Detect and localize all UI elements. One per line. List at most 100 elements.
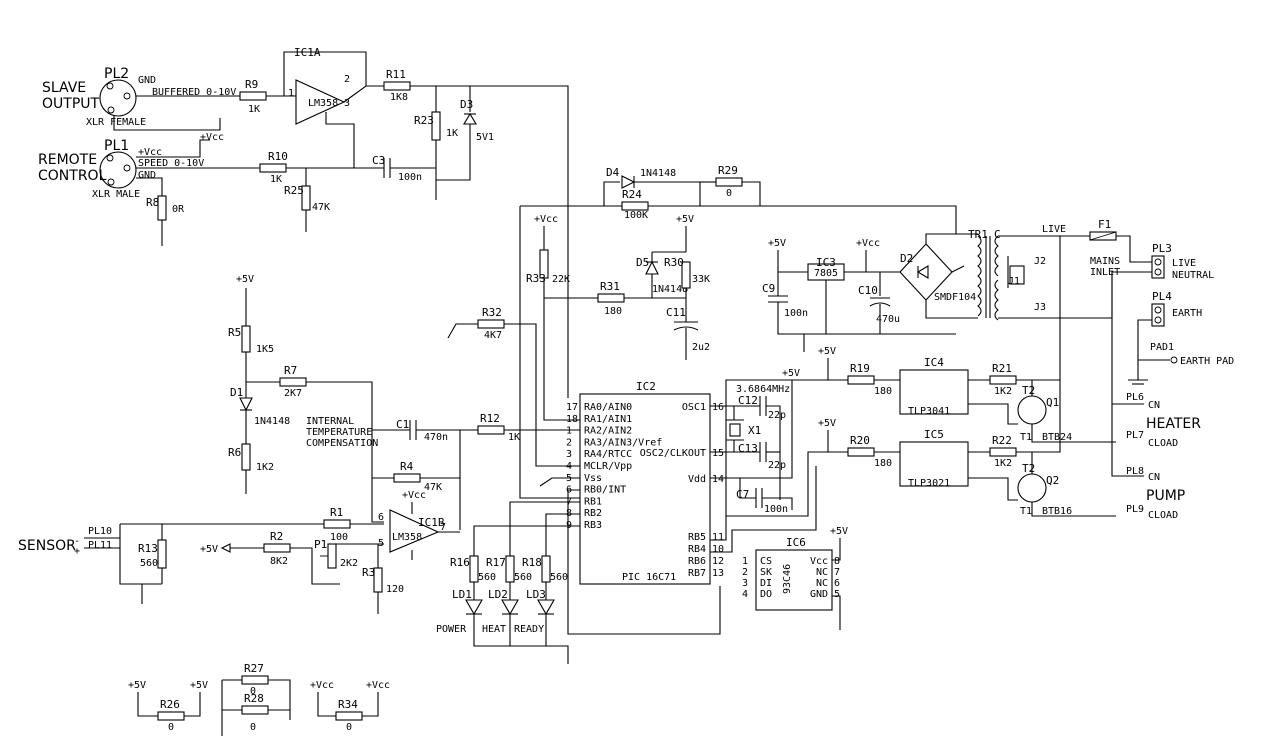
ic3-type: 7805: [814, 268, 838, 279]
r31-value: 180: [604, 306, 622, 317]
pl9-cload: CLOAD: [1148, 510, 1178, 521]
pl1-gnd-label: GND: [138, 170, 156, 181]
ic6-rpin-1: NC: [816, 567, 828, 578]
r29-value: 0: [726, 188, 732, 199]
heater-label: HEATER: [1146, 416, 1201, 432]
r29-label: R29: [718, 164, 738, 177]
live-label: LIVE: [1172, 258, 1196, 269]
r18-value: 560: [550, 572, 568, 583]
status-leds: R16 R17 R18 560 560 560 LD1 LD2 LD3 POWE…: [436, 555, 569, 664]
power-sense-section: D4 1N4148 R24 100K R29 0 +Vcc R33 22K R3…: [447, 164, 957, 499]
ready-led-label: READY: [514, 624, 544, 635]
r22-label: R22: [992, 434, 1012, 447]
r2-rail: +5V: [200, 544, 218, 555]
svg-text:1: 1: [288, 88, 294, 99]
pl1-speed-label: SPEED 0-10V: [138, 158, 204, 169]
pl8-label: PL8: [1126, 466, 1144, 477]
live-top-label: LIVE: [1042, 224, 1066, 235]
r22-value: 1K2: [994, 458, 1012, 469]
d2-label: D2: [900, 252, 913, 265]
c12-label: C12: [738, 394, 758, 407]
ic6-pin-2: DI: [760, 578, 772, 589]
r34-left-vcc: +Vcc: [310, 680, 334, 691]
pl10-label: PL10: [88, 526, 112, 537]
d5-label: D5: [636, 256, 649, 269]
ic3-label: IC3: [816, 256, 836, 269]
pl2-type-label: XLR FEMALE: [86, 117, 146, 128]
svg-text:+: +: [74, 546, 80, 557]
ic2-pin-7: RB0/INT: [584, 485, 626, 496]
r6-value: 1K2: [256, 462, 274, 473]
ic2-rpin-6: RB7: [688, 568, 706, 579]
r18-label: R18: [522, 556, 542, 569]
d4-type: 1N4148: [640, 168, 676, 179]
r1-label: R1: [330, 506, 343, 519]
ic2-pin-10: RB3: [584, 520, 602, 531]
c11-label: C11: [666, 306, 686, 319]
j1-label: J1: [1008, 276, 1020, 287]
ic2-label: IC2: [636, 380, 656, 393]
r26-left-5v: +5V: [128, 680, 146, 691]
ic6-5v: +5V: [830, 526, 848, 537]
c7-value: 100n: [764, 504, 788, 515]
r11-value: 1K8: [390, 92, 408, 103]
r20-label: R20: [850, 434, 870, 447]
x1-label: X1: [748, 424, 761, 437]
svg-text:-: -: [74, 536, 80, 547]
r3-label: R3: [362, 566, 375, 579]
earth-pad-label: EARTH PAD: [1180, 356, 1234, 367]
pl7-label: PL7: [1126, 430, 1144, 441]
svg-text:3: 3: [344, 98, 350, 109]
pl7-cload: CLOAD: [1148, 438, 1178, 449]
ic3-vcc: +Vcc: [856, 238, 880, 249]
ic2-rpin-num-3: 11: [712, 532, 724, 543]
ic2-rpin-0: OSC1: [682, 402, 706, 413]
r11-label: R11: [386, 68, 406, 81]
d3-value: 5V1: [476, 132, 494, 143]
triac-drivers: +5V R19 180 IC4 TLP3041 R21 1K2 T2 Q1 BT…: [710, 346, 1116, 553]
pl1-type-label: XLR MALE: [92, 189, 140, 200]
c10-label: C10: [858, 284, 878, 297]
svg-text:7: 7: [440, 522, 446, 533]
pl2-label: PL2: [104, 66, 129, 82]
output-terminals: HEATER PUMP PL6 PL7 PL8 PL9 CN CLOAD CN …: [1111, 272, 1201, 521]
ic2-5v: +5V: [782, 368, 800, 379]
r31-label: R31: [600, 280, 620, 293]
r9-value: 1K: [248, 104, 260, 115]
r24-value: 100K: [624, 210, 648, 221]
c1-label: C1: [396, 418, 409, 431]
ic1a-opamp: IC1A LM358 231: [283, 46, 384, 168]
c1-value: 470n: [424, 432, 448, 443]
ic6-rpin-num-1: 7: [834, 567, 840, 578]
pl4-label: PL4: [1152, 290, 1172, 303]
ic6-rpin-0: Vcc: [810, 556, 828, 567]
ic6-pin-num-1: 2: [742, 567, 748, 578]
ic2-pin-1: RA1/AIN1: [584, 414, 632, 425]
r19-value: 180: [874, 386, 892, 397]
c12-value: 22p: [768, 410, 786, 421]
r30-label: R30: [664, 256, 684, 269]
r6-label: R6: [228, 446, 241, 459]
pl2-buffered-label: BUFFERED 0-10V: [152, 87, 236, 98]
ic2-rpin-num-6: 13: [712, 568, 724, 579]
ic2-rpin-num-0: 16: [712, 402, 724, 413]
output-protection: R11 1K8 R23 1K D3 5V1: [383, 68, 569, 398]
r13-label: R13: [138, 542, 158, 555]
r5-label: R5: [228, 326, 241, 339]
input-filter: R10 1K R25 47K C3 100n: [259, 150, 436, 232]
pl8-cn: CN: [1148, 472, 1160, 483]
ic2-pin-num-0: 17: [566, 402, 578, 413]
sensor-label: SENSOR: [18, 538, 76, 554]
c7-label: C7: [736, 488, 749, 501]
r10-value: 1K: [270, 174, 282, 185]
t1-label-q1: T1: [1020, 432, 1032, 443]
ic2-pin-8: RB1: [584, 496, 602, 507]
r26-value: 0: [168, 722, 174, 733]
ic2-pin-9: RB2: [584, 508, 602, 519]
ic6-pin-num-0: 1: [742, 556, 748, 567]
